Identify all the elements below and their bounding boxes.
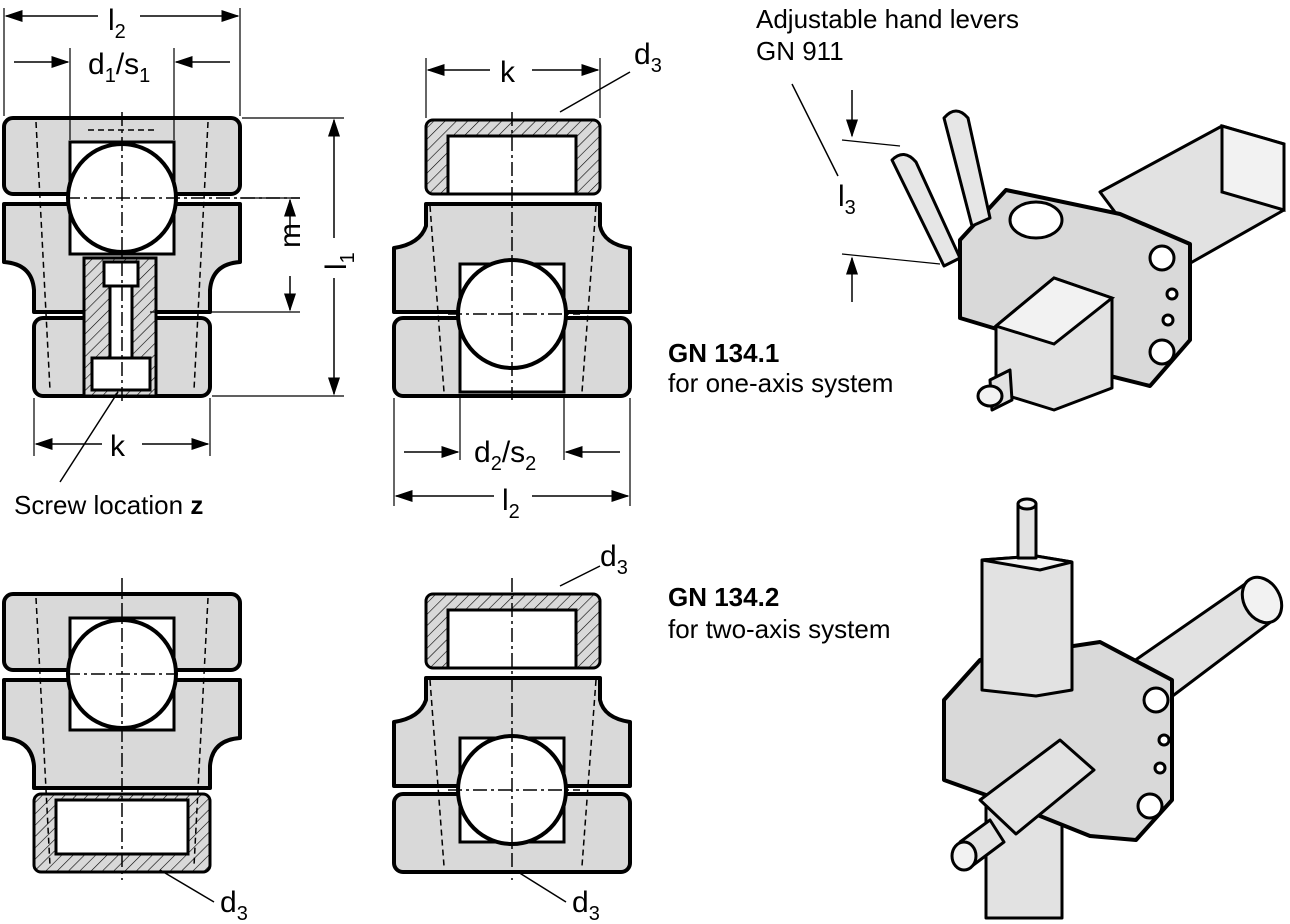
leader-line xyxy=(159,869,215,903)
nut xyxy=(90,356,152,392)
screw-shank xyxy=(108,284,134,360)
hidden-line xyxy=(429,679,445,867)
dim-label-d1-s1: d1/s1 xyxy=(88,48,150,87)
hex-bolt xyxy=(1148,244,1176,272)
dim-label-d3: d3 xyxy=(572,886,600,924)
gn1342-title: GN 134.2 xyxy=(668,582,779,612)
hex-bolt xyxy=(1136,792,1164,820)
hidden-line xyxy=(35,597,51,867)
hex-bolt xyxy=(1148,338,1176,366)
round-shaft xyxy=(978,738,1096,836)
hidden-line xyxy=(193,121,209,391)
dim-label-m: m xyxy=(274,223,307,248)
hand-lever xyxy=(890,153,962,268)
view-gn1342-side xyxy=(2,578,242,903)
round-tube-end xyxy=(1240,575,1284,625)
hidden-line xyxy=(581,679,597,867)
gn1341-title: GN 134.1 xyxy=(668,338,779,368)
dim-label-k: k xyxy=(110,430,126,463)
set-screw xyxy=(1153,761,1167,775)
view-gn1342-front xyxy=(392,565,632,903)
vertical-pin-end xyxy=(1016,497,1038,511)
hand-levers-model: GN 911 xyxy=(756,36,844,66)
set-screw xyxy=(1161,313,1175,327)
hidden-line xyxy=(35,121,51,391)
dim-label-l2: l2 xyxy=(108,4,126,43)
iso-gn1341 xyxy=(791,83,1286,412)
hand-levers-caption: Adjustable hand levers xyxy=(756,4,1019,34)
dim-label-d3: d3 xyxy=(220,886,248,924)
extension-line xyxy=(841,139,901,147)
dim-label-l2: l2 xyxy=(502,484,520,523)
extension-line xyxy=(841,253,941,265)
set-screw xyxy=(1157,733,1171,747)
gn1341-description: for one-axis system xyxy=(668,368,893,398)
shaft-end xyxy=(976,384,1004,408)
hand-lever xyxy=(942,109,992,228)
square-tube-end xyxy=(1220,124,1286,212)
dim-label-d3: d3 xyxy=(634,38,662,77)
leader-line xyxy=(791,83,839,177)
leader-line xyxy=(517,871,567,903)
hidden-line xyxy=(581,205,597,393)
vertical-tube-upper xyxy=(980,554,1074,698)
dim-label-l1: l1 xyxy=(320,252,359,270)
screw-location-caption: Screw location z xyxy=(14,490,203,520)
dim-label-d2-s2: d2/s2 xyxy=(474,436,536,475)
vertical-pin xyxy=(1016,502,1038,560)
gn1342-description: for two-axis system xyxy=(668,614,891,644)
leader-line xyxy=(559,565,601,587)
leader-line xyxy=(59,391,119,483)
dim-label-l3: l3 xyxy=(838,180,856,219)
square-block-top xyxy=(992,276,1116,346)
hidden-line xyxy=(429,205,445,393)
hidden-line xyxy=(193,597,209,867)
hex-bolt xyxy=(1142,686,1170,714)
dim-label-k: k xyxy=(500,56,516,89)
screw-head xyxy=(102,260,140,288)
view-gn1341-side xyxy=(2,8,344,483)
view-gn1341-front xyxy=(392,58,632,506)
shaft-pin-end xyxy=(950,840,978,872)
dim-label-d3: d3 xyxy=(600,540,628,579)
set-screw xyxy=(1165,287,1179,301)
iso-gn1342 xyxy=(942,497,1284,920)
leader-line xyxy=(559,71,631,113)
lever-bore xyxy=(1008,200,1064,240)
